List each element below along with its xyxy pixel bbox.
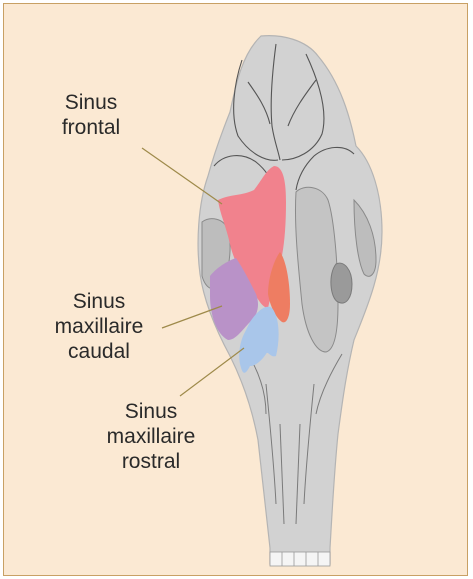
leader-line-rostral (180, 348, 244, 396)
label-line: caudal (44, 339, 154, 364)
diagram-panel: Sinus frontal Sinus maxillaire caudal Si… (3, 3, 468, 576)
label-line: Sinus (96, 399, 206, 424)
label-sinus-frontal: Sinus frontal (56, 90, 126, 140)
label-line: maxillaire (96, 424, 206, 449)
label-line: frontal (56, 115, 126, 140)
incisors (270, 552, 330, 566)
right-orbit-inner (331, 263, 352, 303)
label-line: rostral (96, 449, 206, 474)
label-sinus-maxillaire-caudal: Sinus maxillaire caudal (44, 289, 154, 364)
label-line: maxillaire (44, 314, 154, 339)
label-line: Sinus (44, 289, 154, 314)
label-line: Sinus (56, 90, 126, 115)
label-sinus-maxillaire-rostral: Sinus maxillaire rostral (96, 399, 206, 474)
